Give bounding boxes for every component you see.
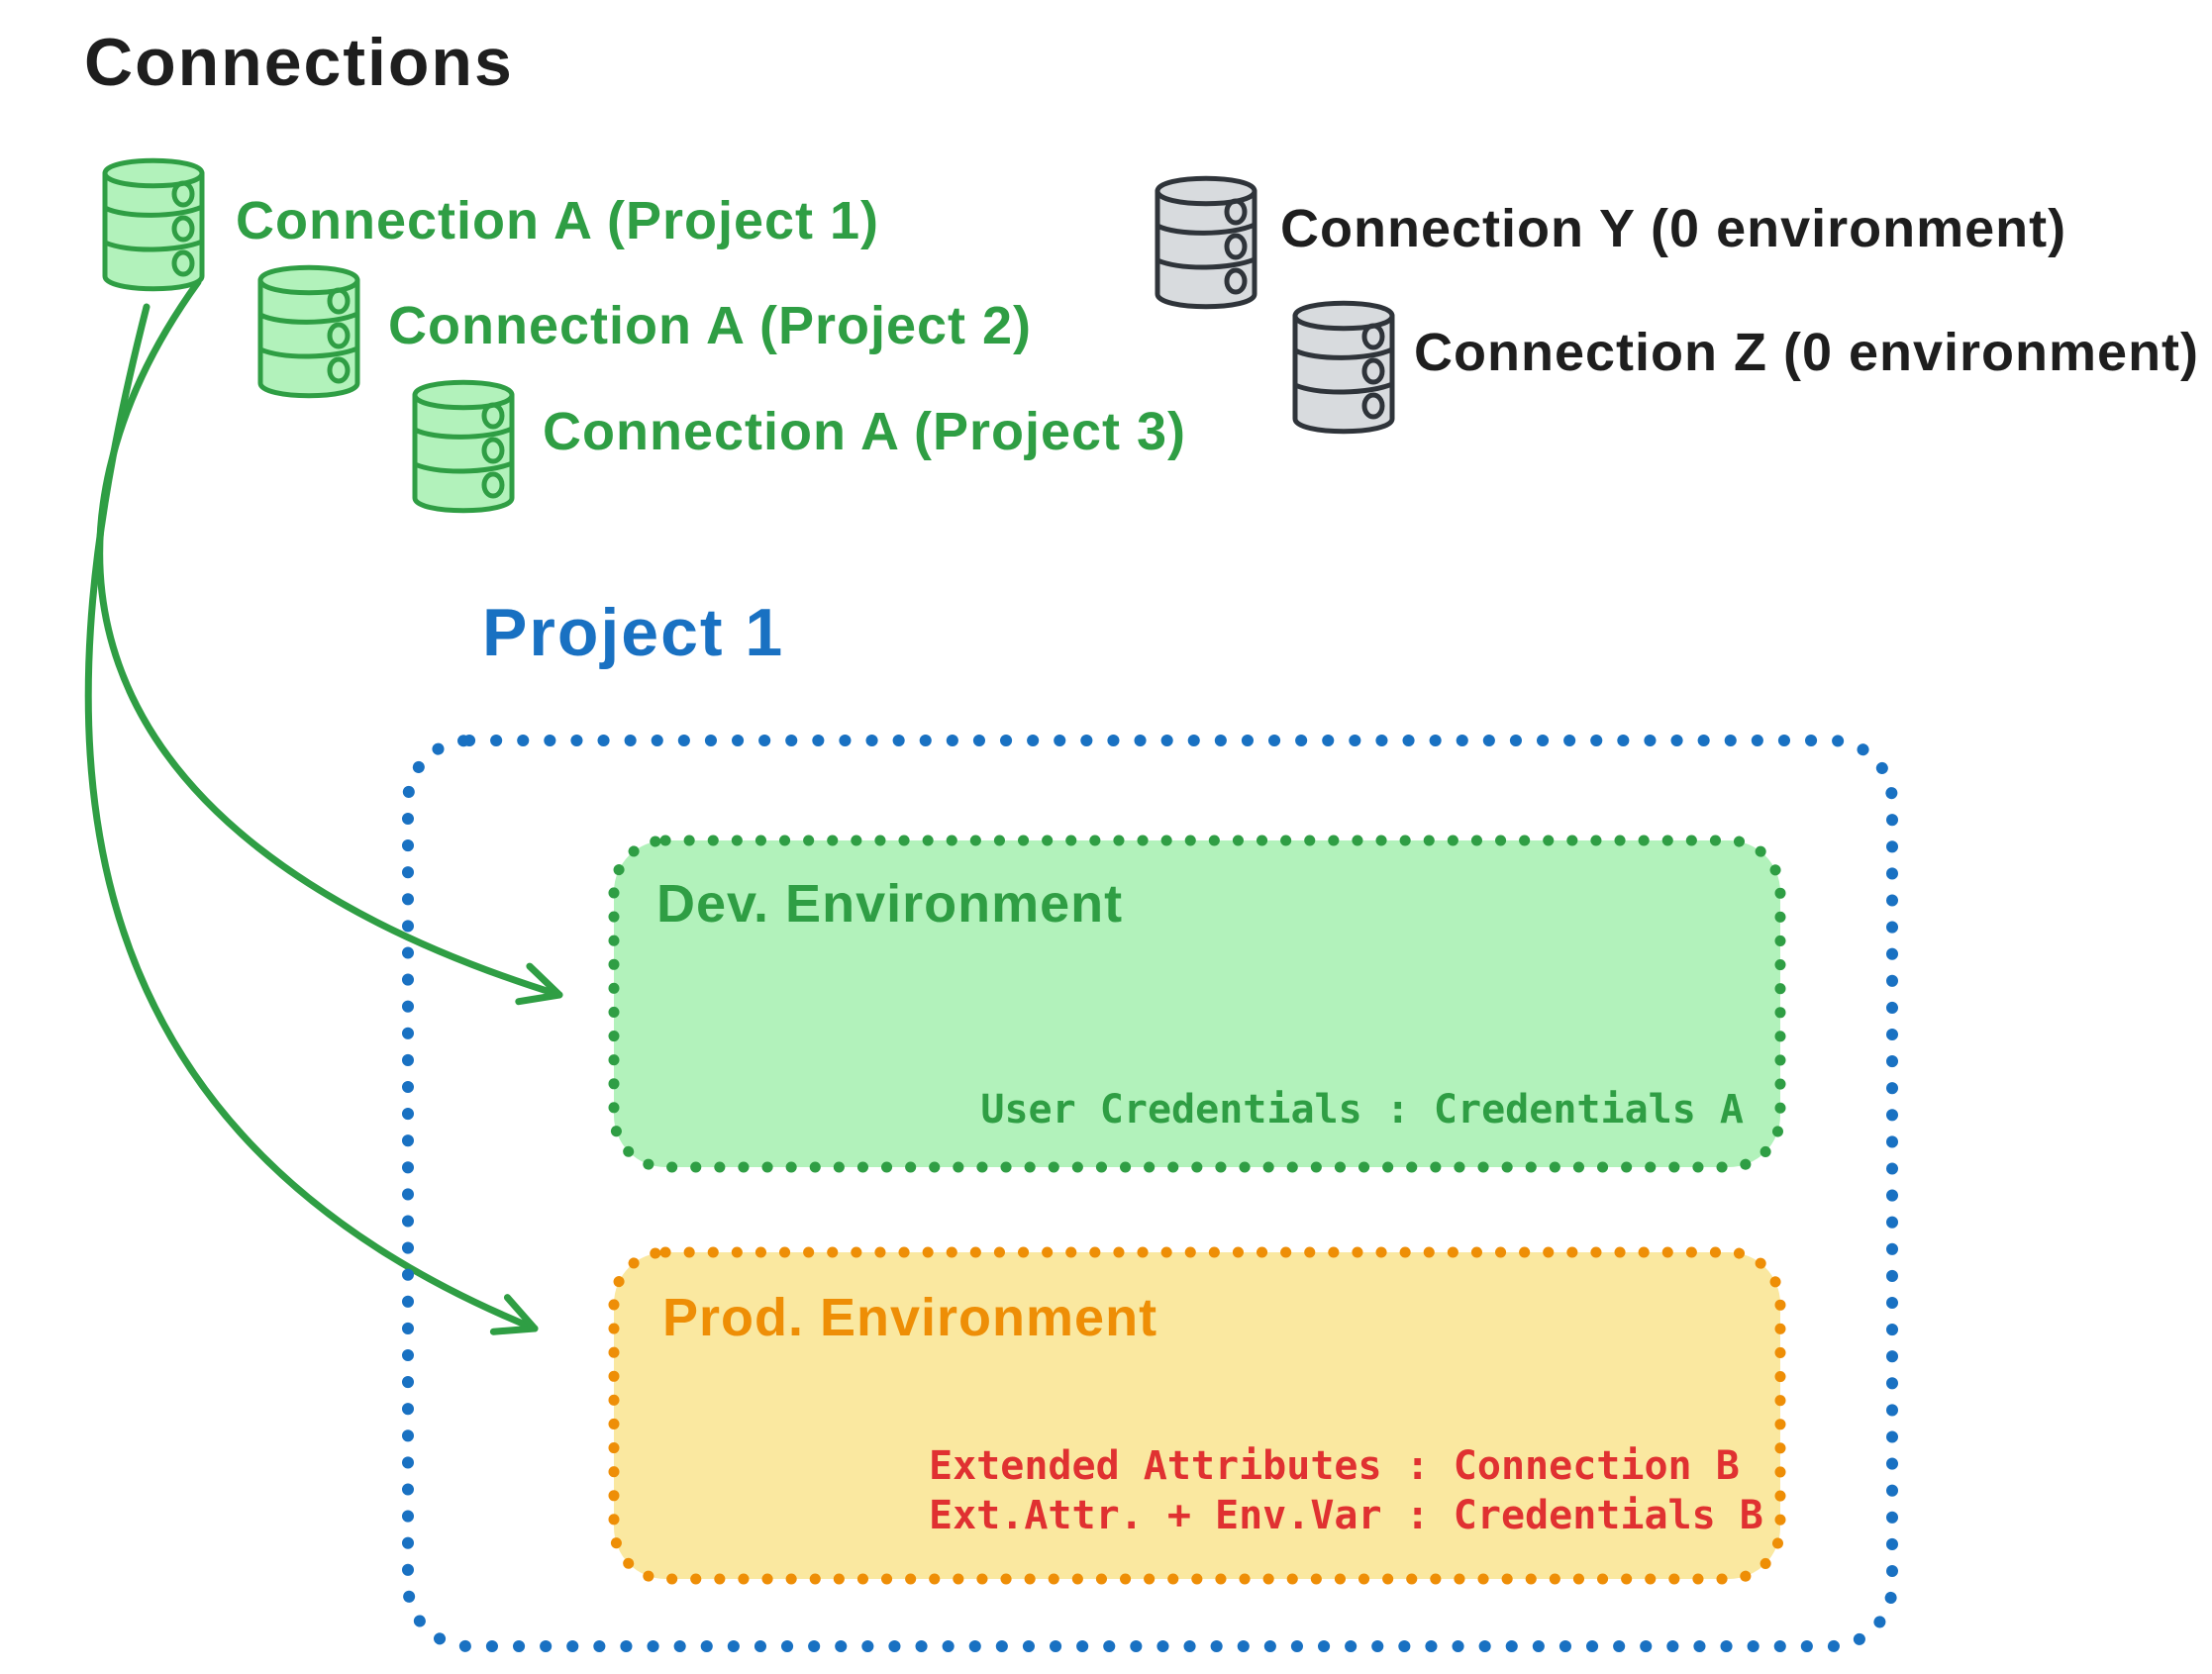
project-container-box (402, 735, 1898, 1652)
prod-credentials-line-2: Ext.Attr. + Env.Var : Credentials B (929, 1493, 1763, 1538)
database-icon-connection-a-project-1 (102, 157, 205, 292)
dev-environment-border (608, 835, 1786, 1173)
label-connection-y: Connection Y (0 environment) (1280, 199, 2067, 258)
dev-environment-label: Dev. Environment (656, 874, 1124, 934)
prod-environment-credentials: Extended Attributes : Connection B Ext.A… (929, 1441, 1763, 1540)
database-icon-connection-y (1155, 175, 1257, 310)
page-title: Connections (84, 25, 514, 100)
prod-credentials-line-1: Extended Attributes : Connection B (929, 1443, 1740, 1489)
label-connection-z: Connection Z (0 environment) (1414, 323, 2200, 382)
database-icon-connection-a-project-3 (412, 379, 515, 514)
prod-environment-label: Prod. Environment (662, 1288, 1158, 1347)
prod-environment-box: Prod. Environment Extended Attributes : … (607, 1245, 1787, 1586)
dev-environment-credentials: User Credentials : Credentials A (980, 1087, 1744, 1132)
project-title: Project 1 (482, 595, 785, 670)
label-connection-a-project-2: Connection A (Project 2) (388, 296, 1033, 355)
label-connection-a-project-1: Connection A (Project 1) (236, 191, 880, 250)
label-connection-a-project-3: Connection A (Project 3) (543, 402, 1187, 461)
prod-environment-border (608, 1246, 1786, 1585)
dev-environment-box: Dev. Environment User Credentials : Cred… (607, 834, 1787, 1174)
database-icon-connection-a-project-2 (257, 264, 360, 399)
database-icon-connection-z (1292, 300, 1395, 435)
